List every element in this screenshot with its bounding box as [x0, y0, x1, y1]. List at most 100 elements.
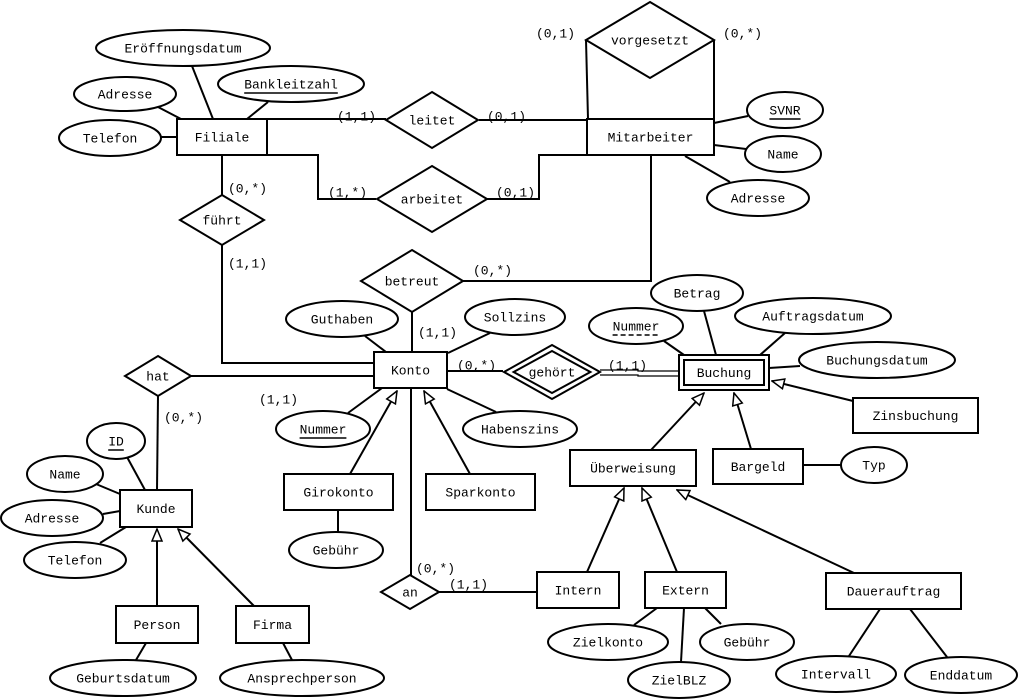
entity-sparkonto[interactable]: Sparkonto	[425, 473, 536, 511]
entity-buchung[interactable]: Buchung	[678, 354, 770, 391]
entity-ueberweisung[interactable]: Überweisung	[569, 449, 697, 487]
entity-girokonto[interactable]: Girokonto	[283, 473, 394, 511]
label: ZielBLZ	[652, 674, 707, 689]
label: Mitarbeiter	[608, 131, 694, 146]
attribute-kunde-name[interactable]: Name	[26, 455, 104, 493]
entity-dauerauftrag[interactable]: Dauerauftrag	[825, 572, 962, 610]
label: Telefon	[48, 554, 103, 569]
relationship-fuehrt[interactable]: führt	[178, 193, 266, 247]
generalization-arrow	[424, 391, 471, 475]
generalization-arrow	[178, 529, 255, 607]
cardinality-leitet-mitarbeiter: (0,1)	[487, 110, 526, 125]
cardinality-arbeitet-mitarbeiter: (0,1)	[496, 186, 535, 201]
attribute-zielblz[interactable]: ZielBLZ	[627, 661, 731, 699]
entity-firma[interactable]: Firma	[235, 605, 310, 644]
attribute-filiale-adresse[interactable]: Adresse	[73, 76, 177, 112]
relationship-an[interactable]: an	[379, 573, 441, 611]
attribute-giro-gebuehr[interactable]: Gebühr	[288, 531, 384, 569]
attribute-guthaben[interactable]: Guthaben	[285, 300, 399, 338]
attribute-buchung-nummer[interactable]: Nummer	[588, 307, 684, 345]
entity-bargeld[interactable]: Bargeld	[712, 448, 804, 485]
attribute-bankleitzahl[interactable]: Bankleitzahl	[217, 65, 365, 103]
attribute-extern-gebuehr[interactable]: Gebühr	[699, 623, 795, 661]
attribute-line	[759, 332, 786, 356]
relationship-line	[487, 154, 587, 200]
attribute-geburtsdatum[interactable]: Geburtsdatum	[49, 659, 197, 697]
attribute-filiale-telefon[interactable]: Telefon	[58, 119, 162, 157]
attribute-intervall[interactable]: Intervall	[775, 655, 897, 693]
label: Zielkonto	[573, 636, 643, 651]
relationship-line	[463, 155, 652, 282]
cardinality-arbeitet-filiale: (1,*)	[328, 186, 367, 201]
entity-extern[interactable]: Extern	[644, 571, 727, 609]
entity-intern[interactable]: Intern	[536, 571, 620, 609]
attribute-typ[interactable]: Typ	[840, 446, 908, 484]
attribute-line	[713, 115, 749, 124]
label: Name	[767, 148, 798, 163]
attribute-zielkonto[interactable]: Zielkonto	[547, 623, 669, 661]
entity-person[interactable]: Person	[115, 605, 199, 644]
label: Extern	[662, 584, 709, 599]
label: Gebühr	[313, 544, 360, 559]
label: leitet	[409, 114, 456, 129]
attribute-kunde-id[interactable]: ID	[86, 422, 146, 460]
relationship-line	[267, 154, 376, 200]
entity-zinsbuchung[interactable]: Zinsbuchung	[852, 397, 979, 434]
attribute-eroeffnungsdatum[interactable]: Eröffnungsdatum	[95, 29, 271, 67]
attribute-mitarbeiter-name[interactable]: Name	[744, 135, 822, 173]
relationship-leitet[interactable]: leitet	[384, 90, 480, 150]
attribute-line	[347, 387, 383, 414]
attribute-sollzins[interactable]: Sollzins	[464, 298, 566, 336]
attribute-line	[447, 332, 491, 354]
attribute-habenszins[interactable]: Habenszins	[462, 410, 578, 448]
attribute-mitarbeiter-adresse[interactable]: Adresse	[706, 179, 810, 217]
attribute-line	[102, 510, 121, 515]
attribute-kunde-adresse[interactable]: Adresse	[0, 499, 104, 537]
label: Bargeld	[731, 460, 786, 475]
attribute-line	[684, 155, 731, 183]
cardinality-an-konto: (0,*)	[416, 562, 455, 577]
generalization-arrow	[650, 393, 704, 451]
attribute-line	[848, 608, 881, 657]
label: Telefon	[83, 132, 138, 147]
entity-konto[interactable]: Konto	[373, 351, 448, 389]
relationship-line	[585, 39, 589, 120]
generalization-arrow	[734, 393, 752, 450]
attribute-buchungsdatum[interactable]: Buchungsdatum	[798, 341, 956, 379]
label: Betrag	[674, 287, 721, 302]
generalization-arrow	[349, 391, 397, 475]
cardinality-vorgesetzt-left: (0,1)	[536, 27, 575, 42]
cardinality-hat-konto: (1,1)	[259, 393, 298, 408]
generalization-arrow	[677, 489, 855, 574]
relationship-line	[221, 245, 374, 364]
entity-mitarbeiter[interactable]: Mitarbeiter	[586, 118, 715, 156]
label: Person	[134, 618, 181, 633]
relationship-hat[interactable]: hat	[123, 354, 193, 398]
label: Filiale	[195, 131, 250, 146]
attribute-konto-nummer[interactable]: Nummer	[275, 410, 371, 448]
attribute-svnr[interactable]: SVNR	[746, 91, 824, 129]
attribute-betrag[interactable]: Betrag	[650, 274, 744, 312]
attribute-kunde-telefon[interactable]: Telefon	[23, 541, 127, 579]
attribute-line	[282, 642, 293, 661]
attribute-enddatum[interactable]: Enddatum	[904, 656, 1018, 694]
label: Bankleitzahl	[244, 78, 338, 93]
relationship-gehoert[interactable]: gehört	[501, 343, 603, 401]
label: Adresse	[98, 88, 153, 103]
label: Kunde	[136, 502, 175, 517]
label: gehört	[529, 366, 576, 381]
cardinality-labels: (1,1)(0,1)(0,*)(1,*)(0,1)(0,1)(0,*)(1,1)…	[164, 27, 762, 593]
attribute-ansprechperson[interactable]: Ansprechperson	[219, 659, 385, 697]
relationship-vorgesetzt[interactable]: vorgesetzt	[584, 0, 716, 80]
attribute-line	[768, 365, 801, 369]
relationship-arbeitet[interactable]: arbeitet	[375, 164, 489, 234]
attribute-line	[99, 526, 127, 544]
attribute-auftragsdatum[interactable]: Auftragsdatum	[734, 297, 892, 335]
entity-kunde[interactable]: Kunde	[119, 489, 193, 528]
label: an	[402, 586, 418, 601]
label: Geburtsdatum	[76, 672, 170, 687]
attribute-line	[446, 388, 497, 413]
label: vorgesetzt	[611, 34, 689, 49]
entity-filiale[interactable]: Filiale	[176, 118, 268, 156]
relationship-betreut[interactable]: betreut	[359, 248, 465, 314]
